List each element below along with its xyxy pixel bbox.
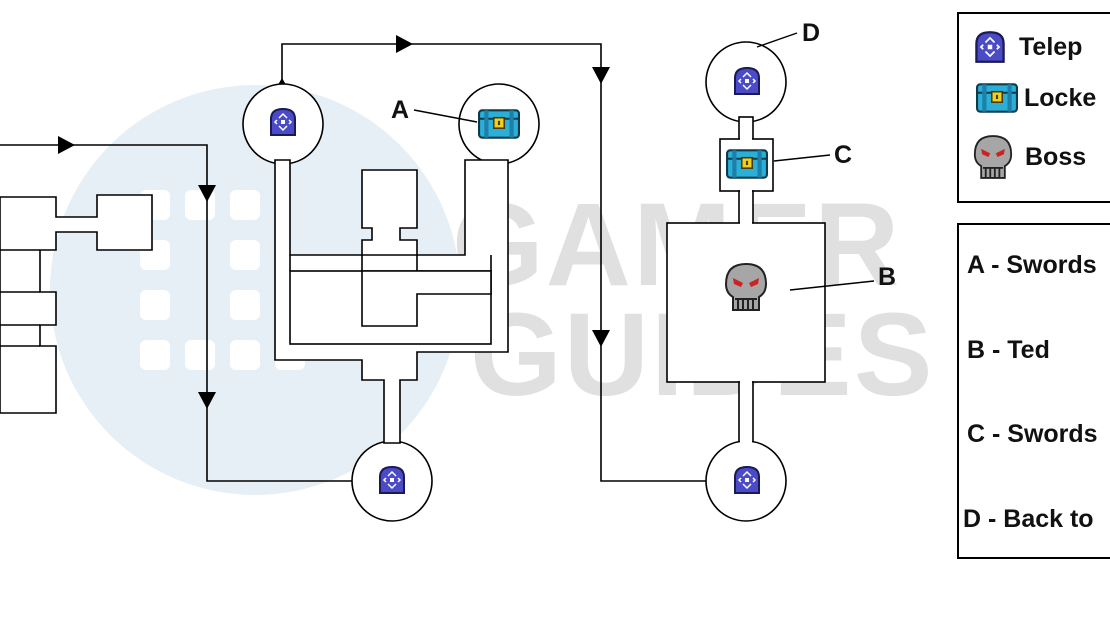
teleporter-icon bbox=[975, 31, 1005, 63]
central-complex bbox=[242, 83, 540, 522]
legend-row-boss: Boss bbox=[973, 134, 1086, 180]
map-label-b: B bbox=[878, 263, 896, 291]
key-entry-c: C - Swords bbox=[967, 420, 1098, 448]
path-arrow bbox=[396, 35, 413, 53]
map-label-a: A bbox=[391, 96, 409, 124]
legend-row-chest: Locke bbox=[976, 82, 1096, 114]
watermark-emblem-circle bbox=[50, 85, 460, 495]
icon-legend: Telep Locke Boss bbox=[957, 12, 1110, 203]
legend-label-boss: Boss bbox=[1025, 142, 1087, 171]
locked-chest-icon bbox=[976, 83, 1018, 113]
legend-row-teleporter: Telep bbox=[973, 30, 1082, 64]
map-callouts: A C B D bbox=[391, 19, 896, 291]
map-label-d: D bbox=[802, 19, 820, 47]
locked-chest-icon bbox=[478, 109, 520, 139]
teleporter-icon bbox=[379, 466, 405, 494]
teleporter-icon bbox=[734, 466, 760, 494]
legend-label-teleporter: Telep bbox=[1019, 32, 1083, 61]
path-arrow bbox=[198, 185, 216, 202]
key-entry-a: A - Swords bbox=[967, 251, 1097, 279]
path-arrow bbox=[592, 67, 610, 84]
boss-skull-icon bbox=[725, 263, 767, 311]
legend-label-chest: Locke bbox=[1024, 83, 1097, 112]
path-arrow bbox=[58, 136, 75, 154]
left-corridor bbox=[0, 194, 153, 414]
map-label-c: C bbox=[834, 141, 852, 169]
location-key: A - Swords B - Ted C - Swords D - Back t… bbox=[957, 223, 1110, 559]
key-entry-b: B - Ted bbox=[967, 336, 1050, 364]
teleporter-icon bbox=[270, 108, 296, 136]
locked-chest-icon bbox=[726, 149, 768, 179]
inner-block bbox=[361, 270, 492, 327]
path-arrow bbox=[198, 392, 216, 409]
teleporter-icon bbox=[734, 67, 760, 95]
key-entry-d: D - Back to bbox=[963, 505, 1094, 533]
path-arrow bbox=[592, 330, 610, 347]
boss-skull-icon bbox=[973, 135, 1013, 179]
route-left bbox=[0, 136, 369, 490]
right-complex bbox=[666, 41, 826, 522]
